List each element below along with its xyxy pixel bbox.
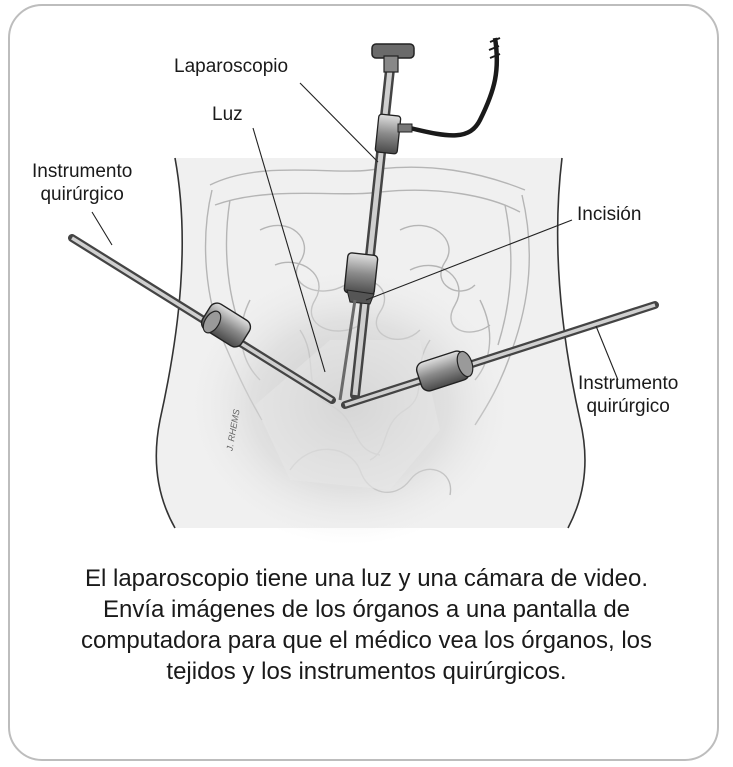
label-laparoscope: Laparoscopio bbox=[174, 55, 288, 78]
label-instrument-left: Instrumento quirúrgico bbox=[32, 160, 132, 206]
label-incision: Incisión bbox=[577, 203, 641, 226]
label-light: Luz bbox=[212, 103, 243, 126]
label-instrument-right: Instrumento quirúrgico bbox=[578, 372, 678, 418]
caption: El laparoscopio tiene una luz y una cáma… bbox=[70, 563, 663, 687]
camera-cable bbox=[410, 38, 497, 135]
